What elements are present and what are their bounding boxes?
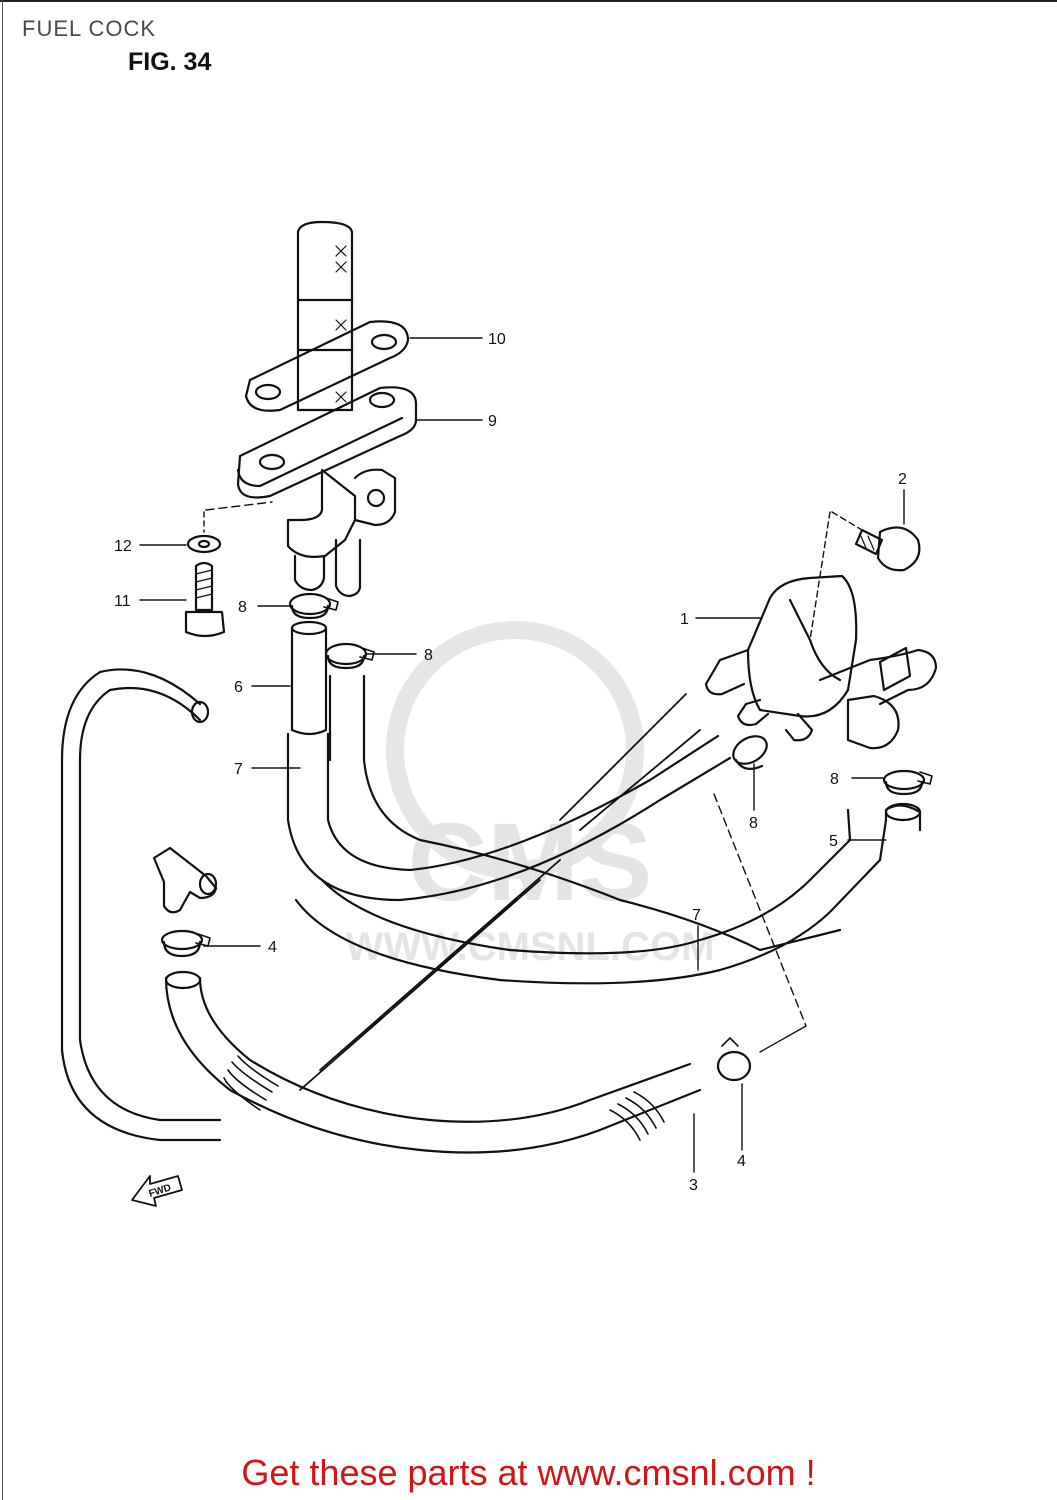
assembly-guide-lines	[713, 793, 807, 1053]
hose-clamp	[716, 1037, 752, 1082]
hose-clamp	[732, 735, 768, 771]
screw	[809, 511, 921, 641]
t-joint	[152, 846, 218, 914]
callout-labels: 10 9 2 12 11 8 8 1 6 7 8 8 5 7 4 4 3 FWD	[114, 331, 907, 1200]
callout-8: 8	[424, 647, 433, 664]
watermark: CMS WWW.CMSNL.COM	[346, 621, 715, 969]
hose-clamp	[324, 642, 375, 670]
hose-7-lower	[294, 808, 888, 985]
fuel-cock-body	[205, 386, 418, 598]
fwd-label: FWD	[148, 1182, 173, 1200]
figure-number: FIG. 34	[128, 48, 212, 76]
drain-hose	[164, 693, 702, 1154]
callout-10: 10	[488, 331, 506, 348]
callout-7: 7	[234, 761, 243, 778]
hose-clamp	[160, 929, 211, 958]
hose-clamp	[882, 769, 933, 796]
gasket	[244, 320, 410, 412]
fwd-arrow	[131, 1175, 183, 1207]
bolt	[184, 561, 226, 638]
callout-4: 4	[268, 939, 277, 956]
leader-lines	[139, 337, 905, 1173]
callout-2: 2	[898, 471, 907, 488]
callout-1: 1	[680, 611, 689, 628]
callout-5: 5	[829, 833, 838, 850]
fuel-valve	[704, 574, 938, 750]
callout-7: 7	[692, 907, 701, 924]
overflow-hose	[60, 668, 222, 1142]
callout-3: 3	[689, 1177, 698, 1194]
page-title: FUEL COCK	[22, 16, 157, 41]
left-border	[2, 0, 3, 1500]
hose-7-upper	[286, 674, 842, 952]
callout-9: 9	[488, 413, 497, 430]
hose-6	[290, 620, 328, 736]
fuel-strainer	[296, 220, 354, 412]
callout-12: 12	[114, 538, 132, 555]
callout-11: 11	[114, 593, 131, 610]
hose-clamp	[288, 592, 339, 620]
callout-8: 8	[238, 599, 247, 616]
callout-4: 4	[737, 1153, 746, 1170]
footer-link-text[interactable]: Get these parts at www.cmsnl.com !	[241, 1452, 816, 1493]
hose-5	[884, 802, 922, 832]
callout-6: 6	[234, 679, 243, 696]
watermark-mascot-head	[386, 621, 644, 879]
callout-8: 8	[749, 815, 758, 832]
callout-8: 8	[830, 771, 839, 788]
exploded-diagram: CMS WWW.CMSNL.COM	[60, 220, 938, 1207]
top-border	[0, 0, 1057, 2]
washer	[186, 511, 222, 554]
watermark-brand: CMS	[408, 801, 652, 924]
watermark-url: WWW.CMSNL.COM	[346, 925, 715, 969]
